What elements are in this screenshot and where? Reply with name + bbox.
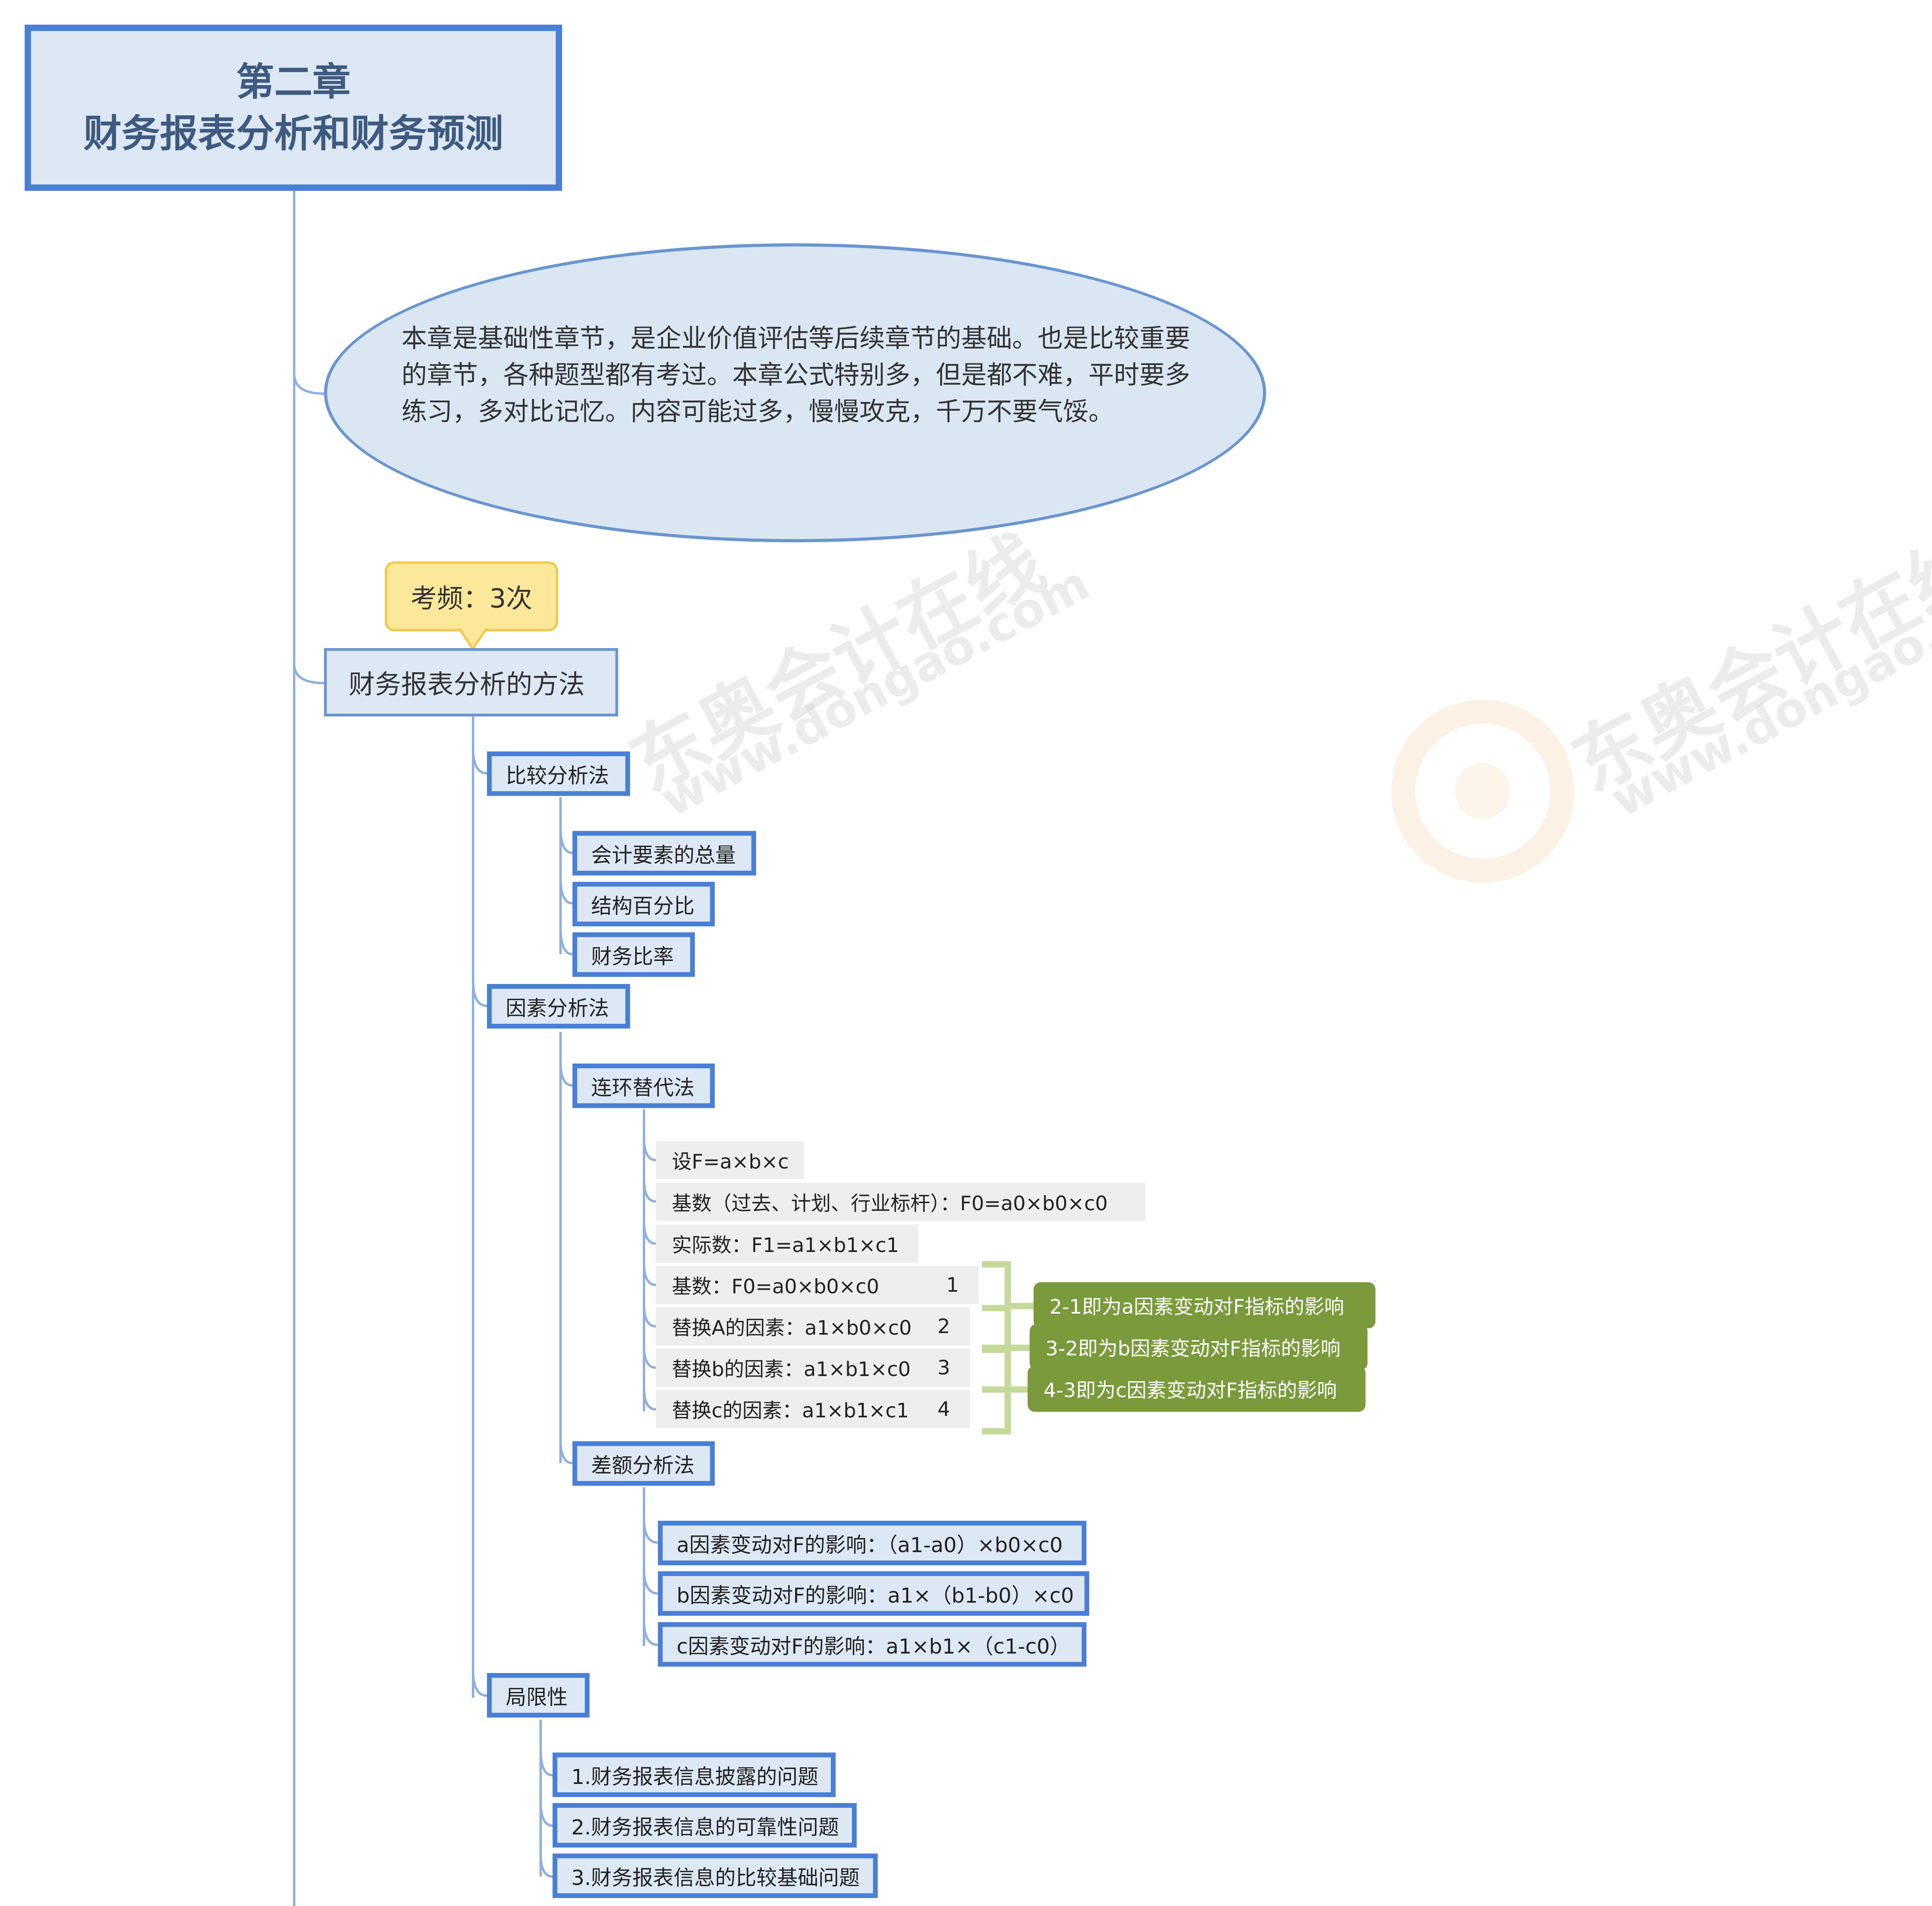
chain-row-text: 替换c的因素：a1×b1×c1 bbox=[672, 1399, 909, 1422]
node-difference-c-label: c因素变动对F的影响：a1×b1×（c1-c0） bbox=[677, 1634, 1071, 1659]
node-difference-a-label: a因素变动对F的影响：（a1-a0）×b0×c0 bbox=[677, 1533, 1063, 1557]
node-limitation-reliability[interactable]: 2.财务报表信息的可靠性问题 bbox=[553, 1803, 857, 1848]
node-difference-analysis-label: 差额分析法 bbox=[591, 1454, 695, 1478]
result-factor-c: 4-3即为c因素变动对F指标的影响 bbox=[1028, 1366, 1366, 1412]
node-limitation-reliability-label: 2.财务报表信息的可靠性问题 bbox=[571, 1815, 839, 1840]
node-limitation-comparison-basis-label: 3.财务报表信息的比较基础问题 bbox=[571, 1866, 860, 1890]
node-factor-analysis[interactable]: 因素分析法 bbox=[487, 984, 630, 1029]
chain-row-base: 基数：F0=a0×b0×c0 1 bbox=[656, 1266, 979, 1304]
node-structure-percentage-label: 结构百分比 bbox=[591, 894, 695, 918]
node-chain-substitution[interactable]: 连环替代法 bbox=[572, 1064, 715, 1108]
chapter-title-box: 第二章 财务报表分析和财务预测 bbox=[25, 25, 562, 191]
chapter-number: 第二章 bbox=[236, 60, 351, 104]
main-topic-analysis-methods[interactable]: 财务报表分析的方法 bbox=[324, 648, 618, 716]
chain-row-replace-a: 替换A的因素：a1×b0×c0 2 bbox=[656, 1307, 970, 1345]
chain-row-actual: 实际数：F1=a1×b1×c1 bbox=[656, 1225, 918, 1263]
chain-row-replace-c: 替换c的因素：a1×b1×c1 4 bbox=[656, 1390, 970, 1428]
chain-row-number: 2 bbox=[937, 1315, 950, 1338]
node-factor-analysis-label: 因素分析法 bbox=[506, 996, 609, 1021]
node-difference-analysis[interactable]: 差额分析法 bbox=[572, 1441, 715, 1486]
node-limitation-comparison-basis[interactable]: 3.财务报表信息的比较基础问题 bbox=[553, 1854, 878, 1898]
chapter-note-bubble bbox=[324, 243, 1266, 542]
chain-row-text: 设F=a×b×c bbox=[672, 1150, 789, 1173]
node-comparison-method[interactable]: 比较分析法 bbox=[487, 751, 630, 796]
node-difference-c[interactable]: c因素变动对F的影响：a1×b1×（c1-c0） bbox=[658, 1622, 1086, 1667]
node-limitation-disclosure[interactable]: 1.财务报表信息披露的问题 bbox=[553, 1753, 836, 1797]
node-financial-ratio[interactable]: 财务比率 bbox=[572, 932, 695, 977]
exam-frequency-text: 考频：3次 bbox=[411, 583, 532, 614]
chain-row-number: 1 bbox=[946, 1273, 959, 1297]
chain-row-text: 基数（过去、计划、行业标杆）：F0=a0×b0×c0 bbox=[672, 1192, 1108, 1215]
result-factor-c-text: 4-3即为c因素变动对F指标的影响 bbox=[1044, 1379, 1337, 1402]
node-total-accounting-elements[interactable]: 会计要素的总量 bbox=[572, 831, 756, 875]
result-factor-b: 3-2即为b因素变动对F指标的影响 bbox=[1030, 1324, 1368, 1370]
exam-frequency-callout: 考频：3次 bbox=[385, 561, 558, 631]
node-limitation-label: 局限性 bbox=[506, 1685, 568, 1710]
chain-row-replace-b: 替换b的因素：a1×b1×c0 3 bbox=[656, 1349, 970, 1387]
node-difference-b-label: b因素变动对F的影响：a1×（b1-b0）×c0 bbox=[677, 1584, 1074, 1608]
chapter-title: 财务报表分析和财务预测 bbox=[83, 111, 503, 156]
chain-row-text: 替换b的因素：a1×b1×c0 bbox=[672, 1358, 911, 1381]
watermark-logo bbox=[1391, 700, 1574, 883]
node-difference-a[interactable]: a因素变动对F的影响：（a1-a0）×b0×c0 bbox=[658, 1521, 1086, 1565]
main-topic-label: 财务报表分析的方法 bbox=[349, 669, 585, 700]
node-chain-substitution-label: 连环替代法 bbox=[591, 1076, 695, 1100]
chain-row-formula: 设F=a×b×c bbox=[656, 1141, 804, 1179]
node-limitation[interactable]: 局限性 bbox=[487, 1673, 590, 1718]
node-limitation-disclosure-label: 1.财务报表信息披露的问题 bbox=[571, 1765, 819, 1789]
node-financial-ratio-label: 财务比率 bbox=[591, 945, 674, 969]
chain-row-text: 基数：F0=a0×b0×c0 bbox=[672, 1275, 879, 1298]
node-structure-percentage[interactable]: 结构百分比 bbox=[572, 882, 715, 926]
chain-row-base-definition: 基数（过去、计划、行业标杆）：F0=a0×b0×c0 bbox=[656, 1183, 1146, 1221]
node-total-accounting-elements-label: 会计要素的总量 bbox=[591, 843, 736, 868]
node-comparison-label: 比较分析法 bbox=[506, 764, 609, 788]
chain-row-number: 4 bbox=[937, 1397, 950, 1421]
chain-row-number: 3 bbox=[937, 1356, 950, 1379]
chapter-note-text: 本章是基础性章节，是企业价值评估等后续章节的基础。也是比较重要的章节，各种题型都… bbox=[402, 324, 1190, 427]
chain-row-text: 替换A的因素：a1×b0×c0 bbox=[672, 1316, 912, 1339]
node-difference-b[interactable]: b因素变动对F的影响：a1×（b1-b0）×c0 bbox=[658, 1571, 1089, 1616]
chain-row-text: 实际数：F1=a1×b1×c1 bbox=[672, 1234, 899, 1257]
result-factor-a-text: 2-1即为a因素变动对F指标的影响 bbox=[1049, 1295, 1344, 1318]
result-factor-a: 2-1即为a因素变动对F指标的影响 bbox=[1034, 1282, 1375, 1328]
result-factor-b-text: 3-2即为b因素变动对F指标的影响 bbox=[1046, 1337, 1341, 1360]
